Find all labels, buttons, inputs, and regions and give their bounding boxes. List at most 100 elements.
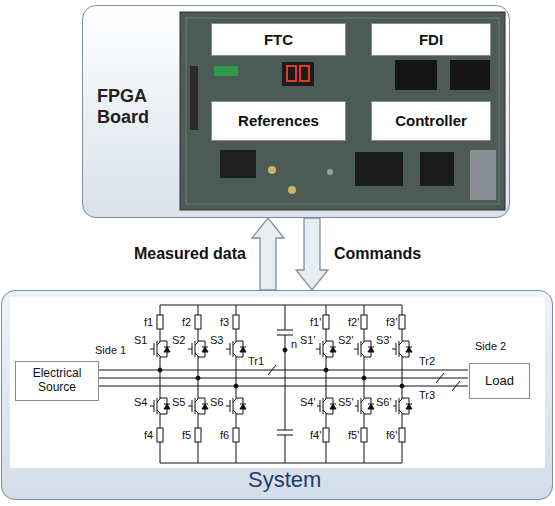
circuit-label: f5'	[347, 429, 360, 441]
node-dot	[283, 348, 287, 352]
circuit-label: Tr2	[418, 355, 436, 367]
capacitor-symbol	[277, 305, 293, 463]
port	[470, 150, 496, 200]
node-text: Controller	[395, 112, 467, 129]
switch-symbol	[392, 338, 412, 360]
display-segment	[300, 66, 309, 81]
circuit-label: S3	[209, 334, 224, 346]
fuse-symbol	[157, 428, 163, 442]
fuse-symbol	[195, 315, 201, 329]
switch-symbol	[354, 395, 374, 417]
arrow-label: Measured data	[134, 245, 246, 263]
fuse-symbol	[361, 315, 367, 329]
fuse-symbol	[195, 428, 201, 442]
circuit-label: S4'	[299, 396, 317, 408]
inverter-circuit	[88, 305, 468, 463]
node-dot	[400, 384, 404, 388]
node-dot	[324, 368, 328, 372]
node-text: Electrical Source	[16, 367, 98, 395]
board-panel: FPGA BoardFTCFDIReferencesController	[82, 5, 510, 218]
component	[268, 166, 276, 174]
fuse-symbol	[323, 428, 329, 442]
chip	[355, 152, 403, 186]
circuit-label: S6	[209, 396, 224, 408]
switch-symbol	[226, 395, 246, 417]
chip	[420, 152, 454, 186]
display	[282, 62, 314, 86]
node-text: System	[248, 467, 555, 492]
module-box: Controller	[371, 101, 491, 141]
switch-symbol	[150, 395, 170, 417]
node-text: FTC	[264, 31, 293, 48]
load-box: Load	[469, 363, 530, 399]
node-text: Load	[485, 374, 514, 389]
module-box: References	[211, 101, 346, 141]
connector	[214, 66, 238, 76]
circuit-label: n	[290, 338, 298, 350]
circuit-label: Side 2	[474, 340, 507, 352]
chip	[395, 60, 437, 90]
circuit-label: Tr1	[247, 355, 265, 367]
circuit-label: f3	[219, 316, 230, 328]
block-arrow	[252, 218, 284, 290]
circuit-label: S1	[133, 334, 148, 346]
node-text: FDI	[419, 31, 443, 48]
circuit-label: f2'	[347, 316, 360, 328]
chip	[450, 60, 490, 90]
fuse-symbol	[233, 315, 239, 329]
circuit-label: f6	[219, 429, 230, 441]
module-box: FDI	[371, 23, 491, 56]
circuit-label: f5	[181, 429, 192, 441]
switch-symbol	[316, 395, 336, 417]
fuse-symbol	[323, 315, 329, 329]
circuit-label: S5	[171, 396, 186, 408]
circuit-label: S2'	[337, 334, 355, 346]
circuit-label: f1'	[309, 316, 322, 328]
circuit-label: f3'	[385, 316, 398, 328]
component	[288, 186, 296, 194]
switch-symbol	[226, 338, 246, 360]
switch-symbol	[392, 395, 412, 417]
fuse-symbol	[399, 428, 405, 442]
node-dot	[234, 384, 238, 388]
display-segment	[287, 66, 296, 81]
circuit-label: S6'	[375, 396, 393, 408]
switch-symbol	[316, 338, 336, 360]
circuit-label: S4	[133, 396, 148, 408]
fuse-symbol	[399, 315, 405, 329]
circuit-label: S2	[171, 334, 186, 346]
component	[327, 169, 333, 175]
circuit-label: f1	[143, 316, 154, 328]
circuit-label: Tr3	[418, 389, 436, 401]
circuit-label: f2	[181, 316, 192, 328]
switch-symbol	[188, 338, 208, 360]
circuit-label: S1'	[299, 334, 317, 346]
pin-header	[190, 66, 198, 130]
switch-symbol	[150, 338, 170, 360]
circuit-label: Side 1	[94, 344, 127, 356]
fuse-symbol	[157, 315, 163, 329]
switch-symbol	[188, 395, 208, 417]
node-text: References	[238, 112, 319, 129]
circuit-label: S3'	[375, 334, 393, 346]
system-panel: System Electrical Source Load	[1, 290, 553, 500]
switch-symbol	[354, 338, 374, 360]
fpga-board-photo	[180, 12, 505, 210]
block-arrow	[296, 218, 328, 290]
node-dot	[362, 376, 366, 380]
panel-fill	[82, 5, 510, 218]
fuse-symbol	[361, 428, 367, 442]
node-dot	[196, 376, 200, 380]
node-dot	[158, 368, 162, 372]
fuse-symbol	[233, 428, 239, 442]
phase-wires	[88, 370, 468, 386]
module-box: FTC	[211, 23, 346, 56]
chip	[220, 150, 256, 178]
dc-rail	[160, 305, 402, 463]
circuit-label: f4'	[309, 429, 322, 441]
circuit-label: f6'	[385, 429, 398, 441]
circuit-ground	[10, 297, 545, 468]
